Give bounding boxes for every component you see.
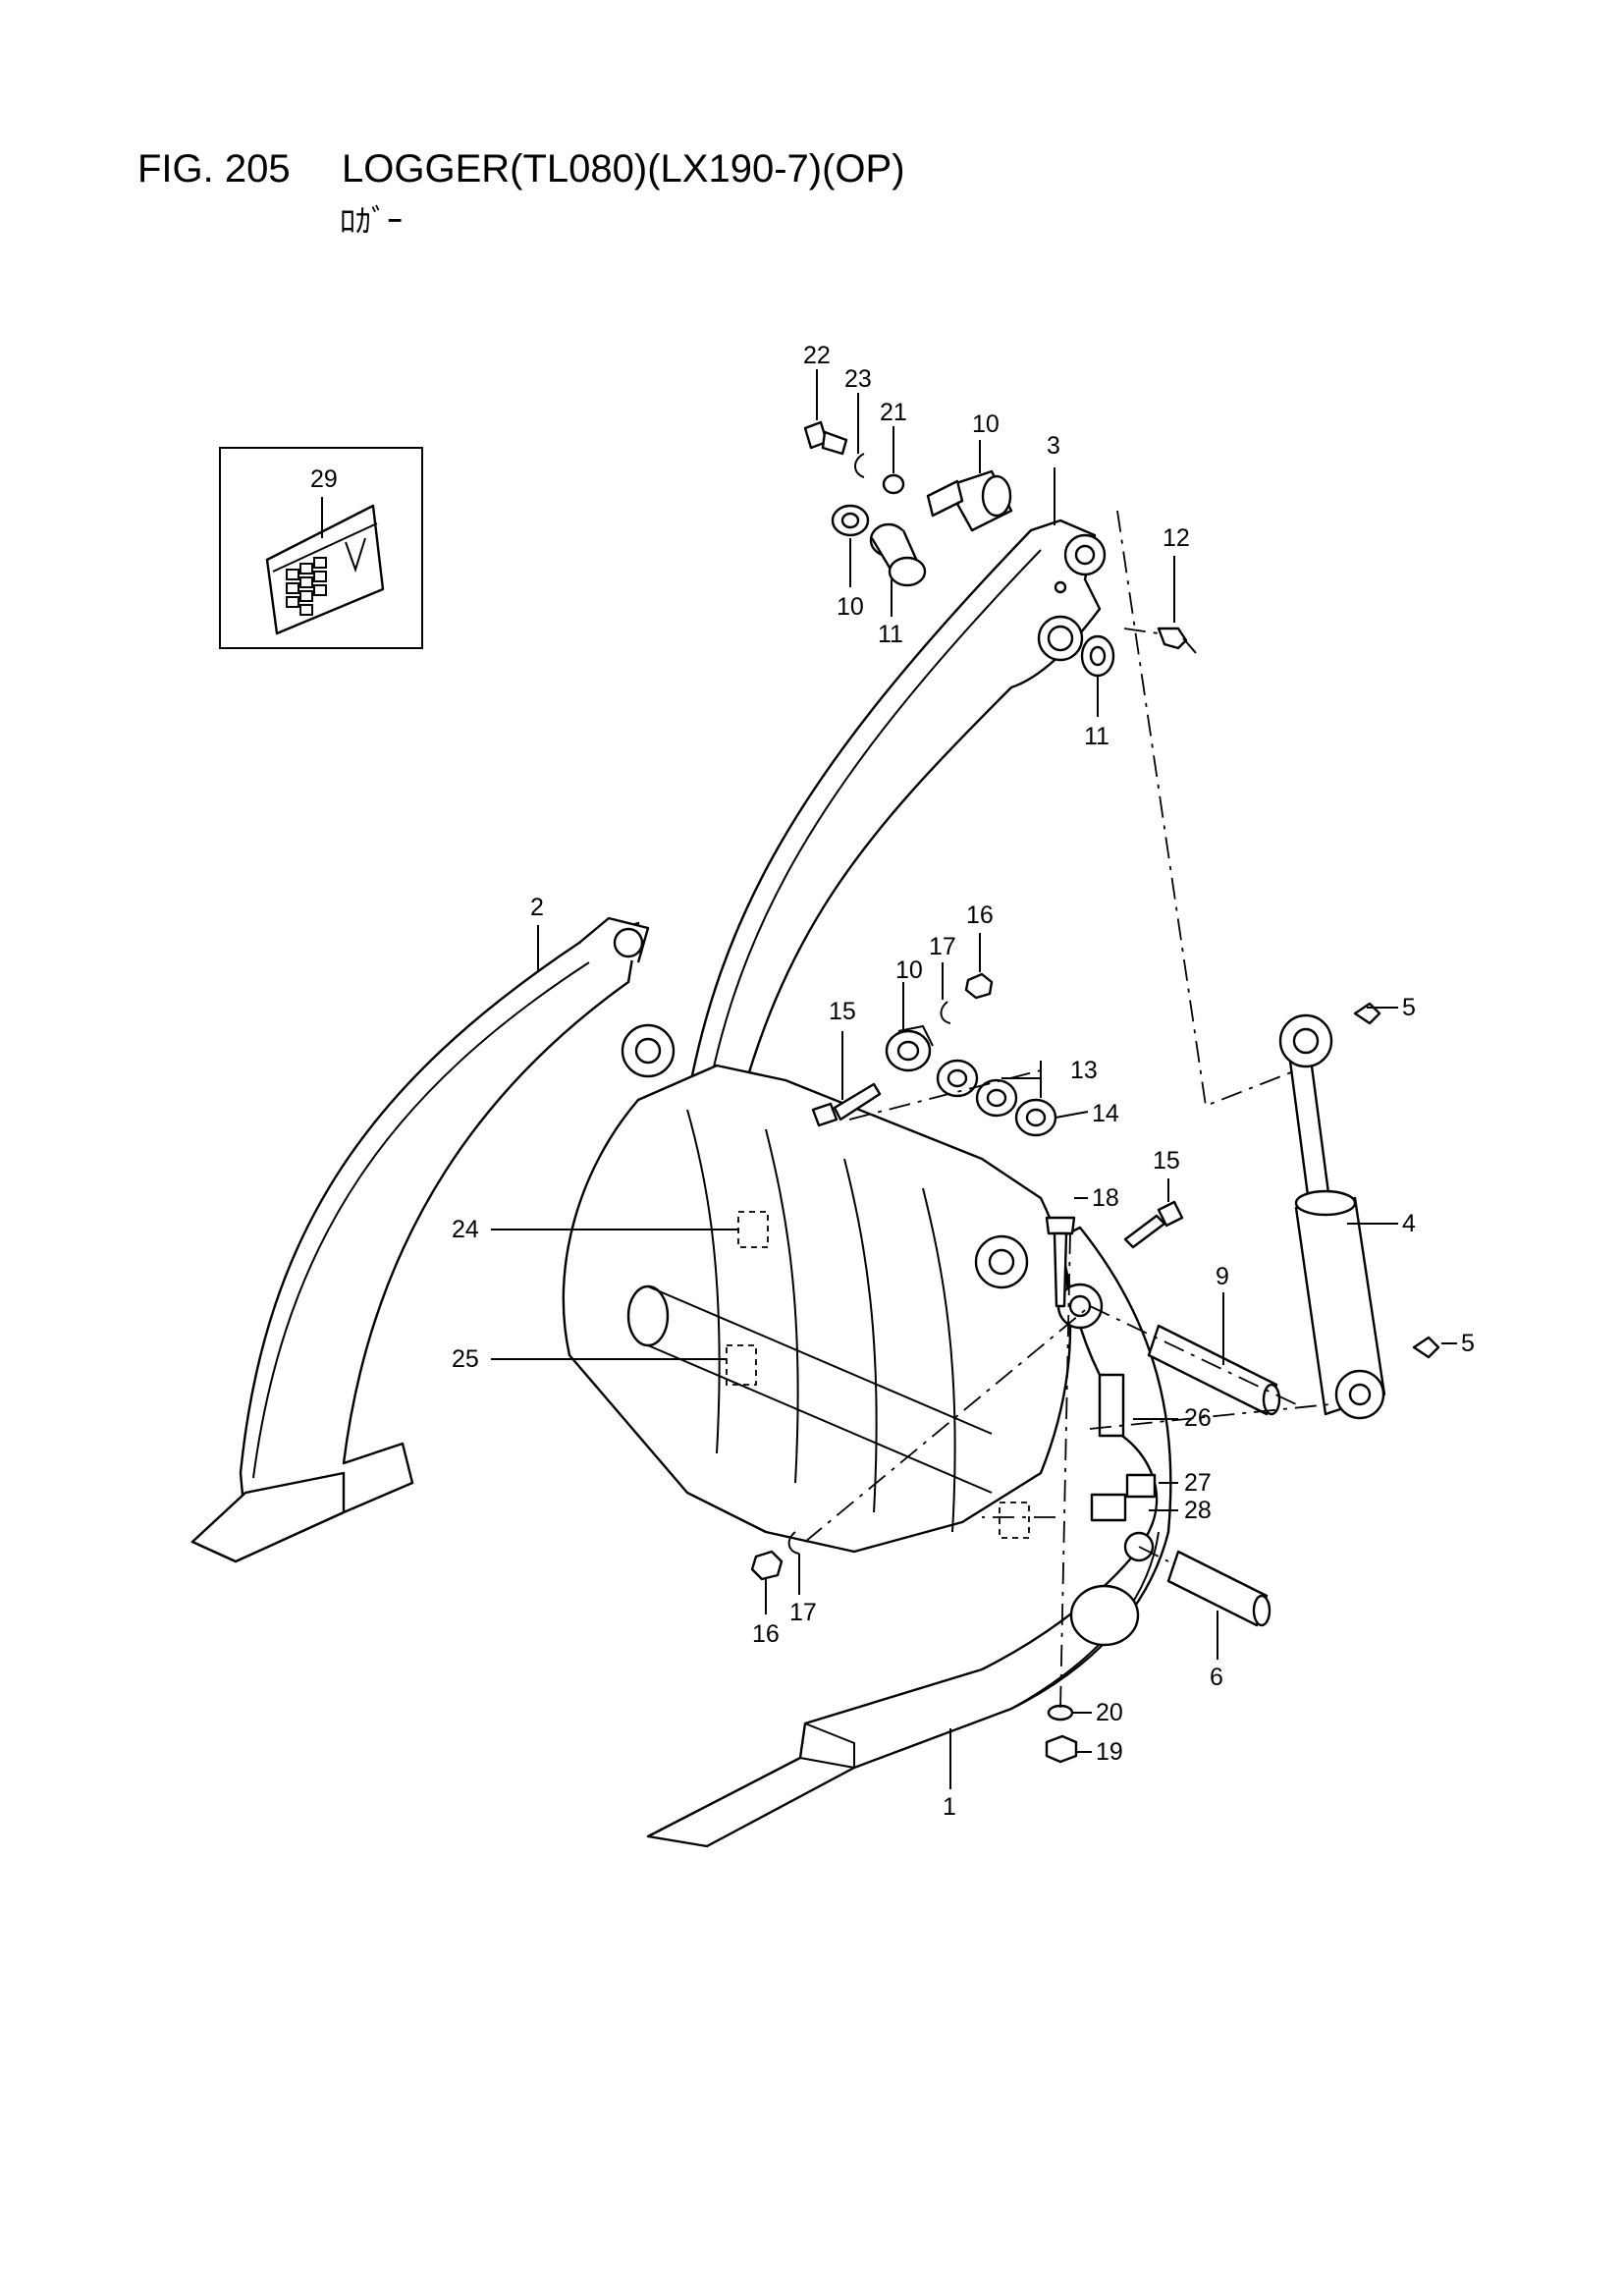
callout-22: 22 (803, 342, 831, 369)
washer-14 (1014, 1098, 1057, 1137)
figure-subtitle: ﾛｶﾞｰ (340, 203, 404, 239)
callout-5-bottom: 5 (1461, 1330, 1475, 1357)
callout-15-middle: 15 (829, 998, 856, 1025)
bolt-15-right (1123, 1200, 1184, 1249)
callout-21: 21 (880, 399, 907, 426)
grease-fitting-5-bottom (1412, 1336, 1440, 1359)
callout-19: 19 (1096, 1738, 1123, 1766)
callout-26: 26 (1184, 1404, 1212, 1432)
hidden-part-25-b (999, 1502, 1030, 1539)
cylinder (1278, 1013, 1386, 1420)
washer-20 (1047, 1704, 1074, 1722)
callout-25: 25 (452, 1345, 479, 1373)
tine-left (190, 916, 650, 1563)
leader-lines (321, 369, 1457, 1789)
callout-3: 3 (1047, 432, 1060, 460)
callout-13: 13 (1070, 1057, 1098, 1084)
callout-2: 2 (530, 894, 544, 921)
callout-7: 9 (1216, 1263, 1229, 1290)
nut-16-bottom (750, 1550, 784, 1581)
snap-ring-17-bottom (787, 1531, 800, 1555)
bushing-9 (885, 1024, 934, 1072)
callout-8: 10 (972, 410, 1000, 438)
snap-ring-23 (854, 453, 865, 478)
callout-16-top: 16 (966, 902, 994, 929)
callout-11: 11 (878, 621, 903, 648)
hidden-part-25 (726, 1344, 757, 1386)
bushing-11 (869, 522, 927, 587)
callout-15-right: 15 (1153, 1147, 1180, 1175)
callout-1: 1 (943, 1793, 956, 1821)
pin-8 (926, 469, 1013, 532)
callout-16-bottom: 16 (752, 1620, 780, 1648)
callout-labels: 29 22 23 21 10 3 12 10 11 11 2 16 17 10 … (310, 342, 1475, 1821)
callout-18: 18 (1092, 1184, 1119, 1212)
callout-17-bottom: 17 (789, 1599, 817, 1626)
pin-6 (1166, 1550, 1271, 1627)
decal-inset (219, 447, 423, 649)
decals-26-27-28 (1090, 1373, 1157, 1522)
washer-10-top (831, 504, 870, 537)
washer-10-right (1080, 634, 1115, 678)
nut-16-top (964, 972, 994, 1000)
callout-27: 27 (1184, 1469, 1212, 1497)
callout-4: 4 (1402, 1210, 1416, 1237)
figure-title: FIG. 205 LOGGER(TL080)(LX190-7)(OP) (137, 147, 905, 191)
snap-ring-17-top (940, 1001, 951, 1024)
bolt-22 (803, 420, 848, 456)
bolt-15-middle (811, 1082, 882, 1127)
callout-24: 24 (452, 1216, 479, 1243)
callout-10-top: 10 (837, 593, 864, 621)
frame-body (562, 1064, 1072, 1554)
washer-21 (882, 473, 905, 495)
callout-9: 10 (895, 957, 923, 984)
callout-12: 12 (1163, 524, 1190, 552)
callout-5-top: 5 (1402, 994, 1416, 1021)
figure-name: LOGGER(TL080)(LX190-7)(OP) (342, 147, 905, 191)
figure-number: FIG. 205 (137, 147, 291, 191)
assembly-lines (804, 510, 1331, 1710)
pin-7 (1147, 1324, 1281, 1416)
callout-10-right: 11 (1084, 723, 1109, 750)
callout-17-top: 17 (929, 933, 956, 960)
callout-23: 23 (844, 365, 872, 393)
callout-20: 20 (1096, 1699, 1123, 1726)
grease-fitting-12 (1157, 627, 1197, 654)
nut-19 (1045, 1734, 1078, 1764)
bolt-18 (1045, 1216, 1076, 1308)
callout-29: 29 (310, 465, 338, 493)
shims-13 (936, 1059, 1018, 1118)
callout-6: 6 (1210, 1664, 1223, 1691)
callout-28: 28 (1184, 1497, 1212, 1524)
callout-14: 14 (1092, 1100, 1119, 1127)
